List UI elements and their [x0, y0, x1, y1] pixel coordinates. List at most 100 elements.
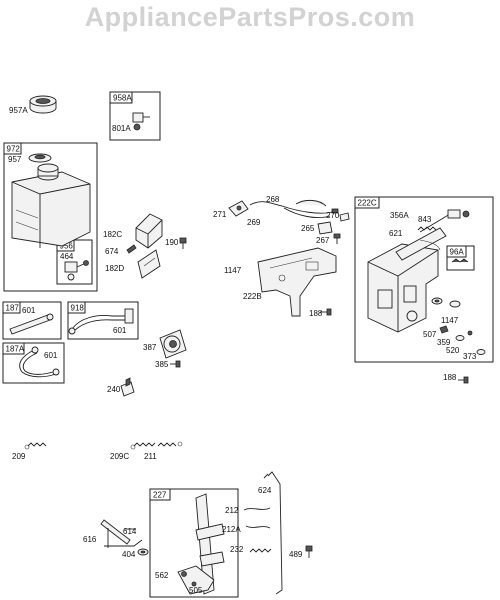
screw-188b-drawing	[458, 376, 469, 384]
part-label-232[interactable]: 232	[230, 545, 244, 554]
part-label-211[interactable]: 211	[144, 452, 157, 461]
part-96A-drawing	[451, 258, 469, 263]
part-label-404[interactable]: 404	[122, 550, 136, 559]
part-label-240[interactable]: 240	[107, 385, 121, 394]
part-label-464[interactable]: 464	[60, 252, 74, 261]
part-label-507[interactable]: 507	[423, 330, 437, 339]
part-label-562[interactable]: 562	[155, 571, 169, 580]
part-label-212A[interactable]: 212A	[222, 525, 241, 534]
part-label-843[interactable]: 843	[418, 215, 432, 224]
part-label-520[interactable]: 520	[446, 346, 460, 355]
box-label-958A: 958A	[113, 94, 132, 103]
governor-rod-624-drawing	[263, 471, 283, 595]
part-label-209[interactable]: 209	[12, 452, 26, 461]
part-label-1147-bracket[interactable]: 1147	[224, 266, 242, 275]
box-label-918: 918	[71, 304, 85, 313]
part-label-265[interactable]: 265	[301, 224, 315, 233]
washer-404-drawing	[137, 548, 149, 556]
part-label-387[interactable]: 387	[143, 343, 157, 352]
box-label-227: 227	[153, 491, 167, 500]
fuel-valve-464-drawing	[64, 260, 89, 281]
part-label-601-hose-918[interactable]: 601	[113, 326, 127, 335]
watermark: AppliancePartsPros.com	[84, 2, 416, 32]
part-label-182C[interactable]: 182C	[103, 230, 122, 239]
group-box-918: 918	[67, 301, 139, 340]
group-box-222C: 222C	[354, 196, 494, 363]
part-label-601-hose-187A[interactable]: 601	[44, 351, 58, 360]
spring-621-drawing	[417, 226, 437, 231]
bracket-222B-drawing	[257, 247, 337, 317]
link-212A-drawing	[245, 525, 271, 529]
fuel-hose-187A-drawing	[19, 346, 60, 378]
fuel-cap-957A-drawing	[29, 95, 57, 114]
box-label-96A: 96A	[450, 248, 465, 257]
box-label-972: 972	[7, 145, 21, 154]
part-label-209C[interactable]: 209C	[110, 452, 129, 461]
spring-209C-drawing	[130, 442, 156, 450]
part-label-269[interactable]: 269	[247, 218, 261, 227]
group-box-972: 972	[3, 142, 98, 292]
part-label-190[interactable]: 190	[165, 238, 179, 247]
part-label-270[interactable]: 270	[326, 211, 340, 220]
part-label-356A[interactable]: 356A	[390, 211, 409, 220]
part-label-957A[interactable]: 957A	[9, 106, 28, 115]
group-box-958A: 958A	[109, 91, 161, 141]
part-label-212[interactable]: 212	[225, 506, 239, 515]
part-label-373[interactable]: 373	[463, 352, 477, 361]
washer-373-drawing	[476, 349, 486, 355]
lever-616-drawing	[100, 519, 143, 548]
part-label-616[interactable]: 616	[83, 535, 97, 544]
fuel-hose-187-drawing	[9, 313, 54, 335]
part-label-182D[interactable]: 182D	[105, 264, 124, 273]
spring-209-drawing	[24, 442, 47, 450]
part-label-1147-control[interactable]: 1147	[441, 316, 459, 325]
part-label-385[interactable]: 385	[155, 360, 169, 369]
screw-188a-drawing	[320, 308, 332, 316]
bracket-387-drawing	[159, 329, 187, 359]
screw-385-drawing	[170, 360, 181, 368]
control-bracket-222C-drawing	[367, 209, 470, 333]
spring-232-drawing	[249, 548, 272, 553]
air-cleaner-182C-drawing	[135, 213, 163, 249]
spring-211-drawing	[157, 441, 183, 447]
part-label-271[interactable]: 271	[213, 210, 227, 219]
part-label-222B[interactable]: 222B	[243, 292, 262, 301]
clip-270-drawing	[339, 212, 350, 222]
screw-190-drawing	[179, 237, 187, 249]
spring-212-drawing	[243, 507, 271, 511]
part-label-601-hose-187[interactable]: 601	[22, 306, 36, 315]
box-label-222C: 222C	[358, 199, 377, 208]
fastener-507-359-drawing	[439, 325, 473, 341]
part-label-801A[interactable]: 801A	[112, 124, 131, 133]
cover-182D-drawing	[137, 249, 161, 279]
box-label-187A: 187A	[6, 345, 25, 354]
group-box-187: 187	[2, 301, 62, 340]
clamp-265-drawing	[317, 221, 333, 235]
part-label-267[interactable]: 267	[316, 236, 330, 245]
part-label-614[interactable]: 614	[123, 527, 137, 536]
valve-801A-drawing	[132, 112, 150, 131]
part-label-957[interactable]: 957	[8, 155, 22, 164]
screw-674-drawing	[126, 244, 137, 254]
part-label-359[interactable]: 359	[437, 338, 451, 347]
part-label-489[interactable]: 489	[289, 550, 303, 559]
part-label-624[interactable]: 624	[258, 486, 272, 495]
fuel-tank-drawing	[11, 163, 91, 248]
box-label-956: 956	[60, 242, 74, 251]
fuel-cap-957-drawing	[28, 153, 52, 163]
fuel-hose-918-drawing	[68, 308, 134, 335]
screw-267-drawing	[333, 233, 341, 244]
part-label-505[interactable]: 505	[189, 586, 203, 595]
part-label-268[interactable]: 268	[266, 195, 280, 204]
part-label-621[interactable]: 621	[389, 229, 403, 238]
washer-1147b-drawing	[431, 297, 461, 308]
group-box-96A: 96A	[446, 245, 475, 271]
part-label-674[interactable]: 674	[105, 247, 119, 256]
part-240-drawing	[120, 377, 135, 397]
part-label-188-control[interactable]: 188	[443, 373, 457, 382]
throttle-cable-drawing	[228, 199, 339, 219]
group-box-227: 227	[149, 488, 239, 598]
part-label-188-bracket[interactable]: 188	[309, 309, 323, 318]
